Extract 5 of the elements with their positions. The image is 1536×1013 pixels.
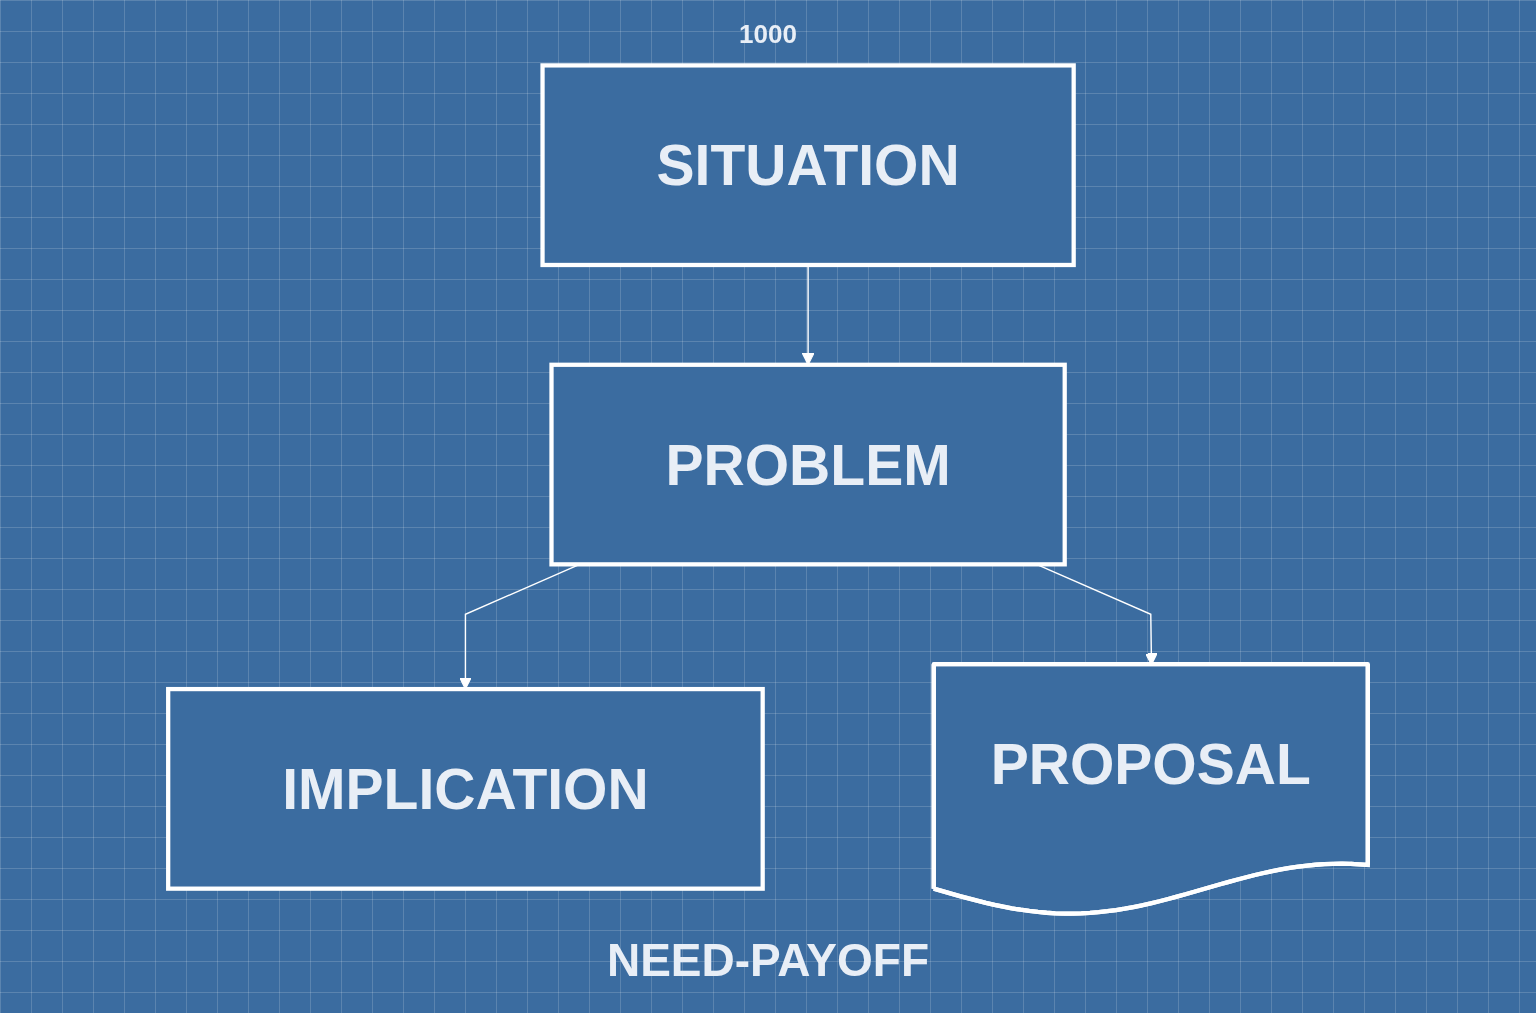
node-box: SITUATION <box>540 63 1076 268</box>
node-box: IMPLICATION <box>166 686 765 891</box>
node-box: PROBLEM <box>549 362 1067 567</box>
dimension-text: 1000 <box>739 18 797 50</box>
stage-label: NEED-PAYOFF <box>606 933 929 987</box>
